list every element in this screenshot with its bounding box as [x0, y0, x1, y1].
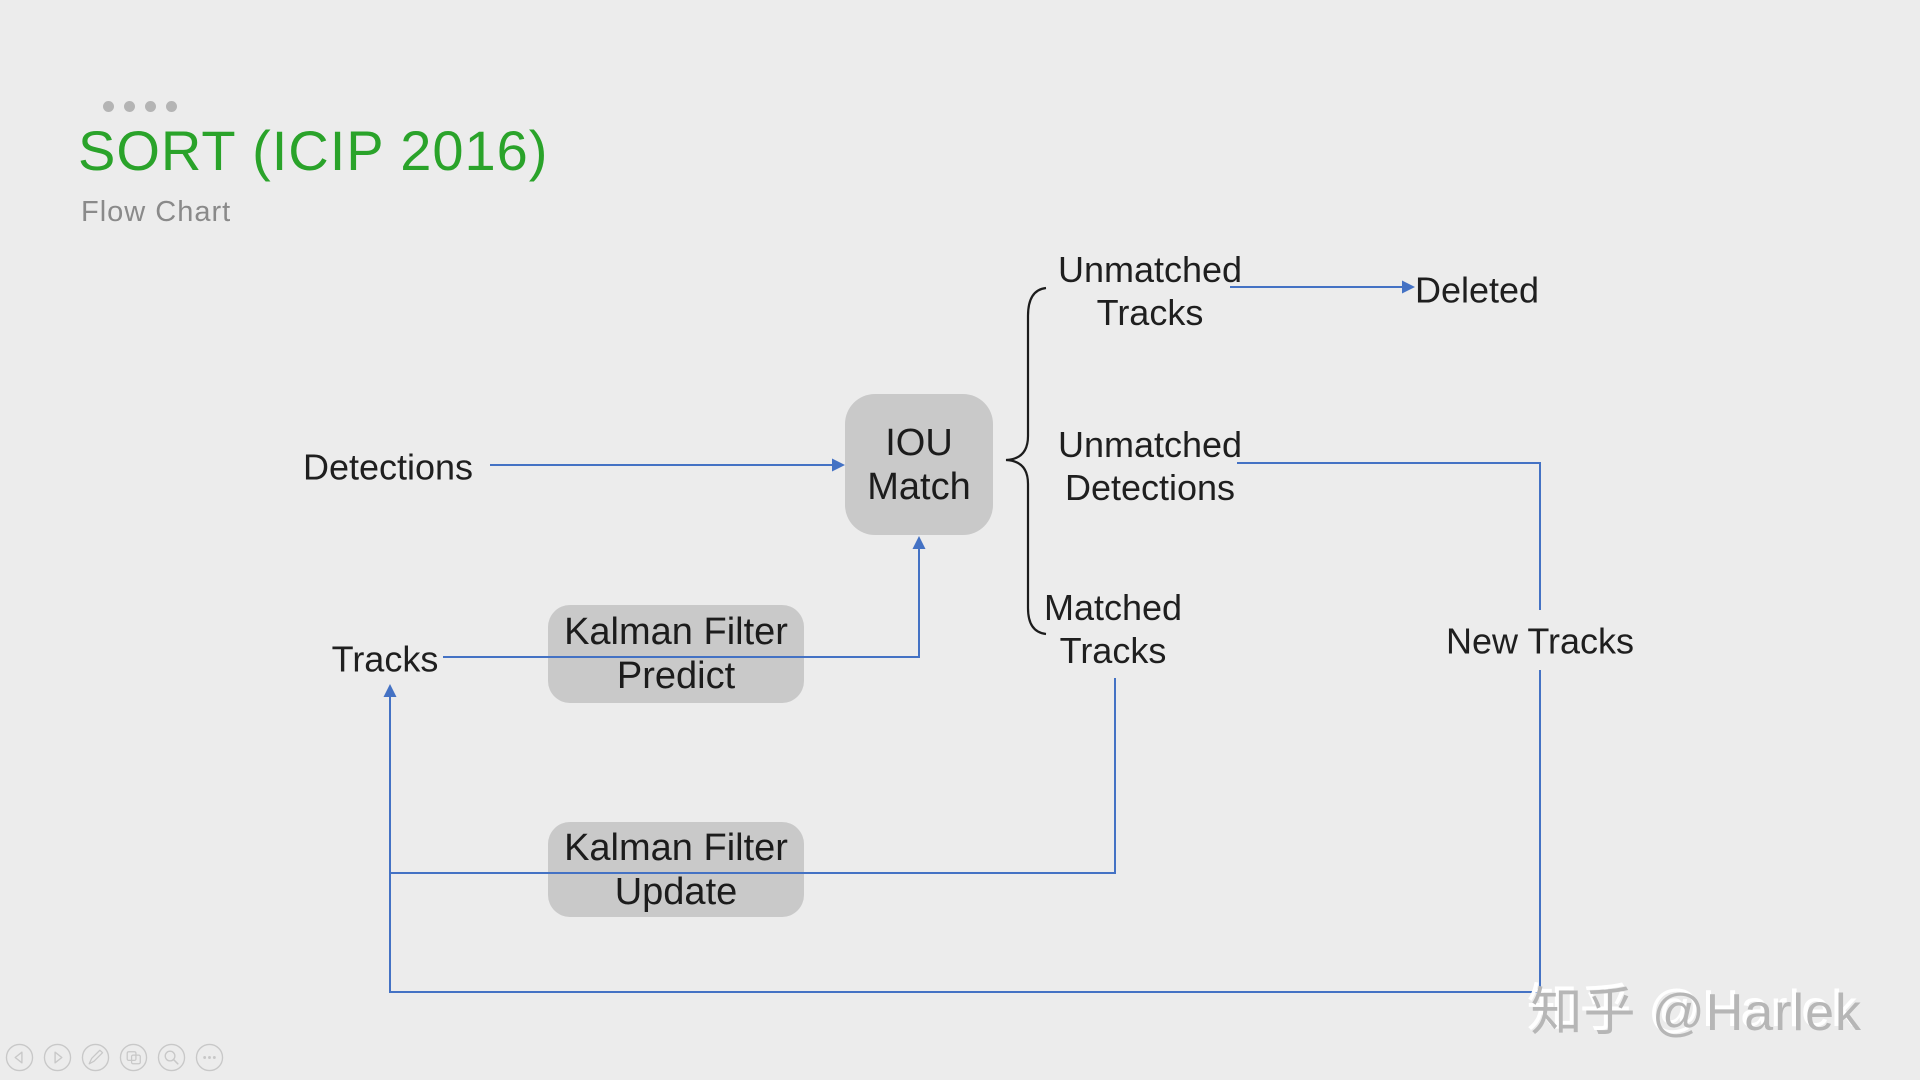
unmatched-detections-line2: Detections: [1064, 467, 1236, 508]
dot: [103, 101, 114, 112]
matched-tracks-line1: Matched: [1043, 587, 1183, 628]
slide-title: SORT (ICIP 2016): [78, 119, 549, 182]
slide-subtitle: Flow Chart: [81, 196, 232, 228]
unmatched-detections-label: Unmatched Detections: [1058, 423, 1242, 509]
zoom-icon: [157, 1043, 186, 1072]
kalman-update-line2: Update: [614, 870, 738, 913]
header-dots: [103, 101, 177, 112]
arrowhead-into-iou: [832, 458, 845, 472]
iou-match-line2: Match: [867, 465, 971, 508]
presenter-toolbar: [5, 1043, 224, 1072]
previous-icon: [5, 1043, 34, 1072]
kalman-predict-line2: Predict: [616, 655, 736, 697]
next-icon: [43, 1043, 72, 1072]
kalman-predict-line1: Kalman Filter: [564, 611, 788, 653]
arrowhead-into-iou-bottom: [912, 536, 926, 549]
slides-overview-button[interactable]: [119, 1043, 148, 1072]
pen-icon: [81, 1043, 110, 1072]
kalman-update-line1: Kalman Filter: [564, 826, 788, 869]
zoom-button[interactable]: [157, 1043, 186, 1072]
dot: [124, 101, 135, 112]
next-slide-button[interactable]: [43, 1043, 72, 1072]
matched-tracks-label: Matched Tracks: [1044, 586, 1182, 672]
iou-outputs-brace-icon: [1005, 286, 1047, 636]
more-button[interactable]: [195, 1043, 224, 1072]
new-tracks-label: New Tracks: [1445, 620, 1635, 662]
more-icon: [195, 1043, 224, 1072]
kalman-filter-update-box: Kalman Filter Update: [548, 822, 804, 917]
unmatched-tracks-label: Unmatched Tracks: [1058, 248, 1242, 334]
arrowhead-into-tracks: [383, 684, 397, 697]
deleted-label: Deleted: [1414, 269, 1540, 311]
slides-overview-icon: [119, 1043, 148, 1072]
watermark: 知乎 @Harlek: [1530, 984, 1862, 1042]
iou-match-box: IOU Match: [845, 394, 993, 535]
matched-tracks-line2: Tracks: [1059, 630, 1167, 671]
unmatched-tracks-line2: Tracks: [1096, 292, 1204, 333]
tracks-label: Tracks: [331, 638, 439, 680]
unmatched-detections-line1: Unmatched: [1057, 424, 1243, 465]
unmatched-tracks-line1: Unmatched: [1057, 249, 1243, 290]
detections-label: Detections: [302, 446, 474, 488]
dot: [145, 101, 156, 112]
pen-button[interactable]: [81, 1043, 110, 1072]
previous-slide-button[interactable]: [5, 1043, 34, 1072]
dot: [166, 101, 177, 112]
iou-match-line1: IOU: [885, 421, 953, 464]
arrowhead-into-deleted: [1402, 280, 1415, 294]
kalman-filter-predict-box: Kalman Filter Predict: [548, 605, 804, 703]
